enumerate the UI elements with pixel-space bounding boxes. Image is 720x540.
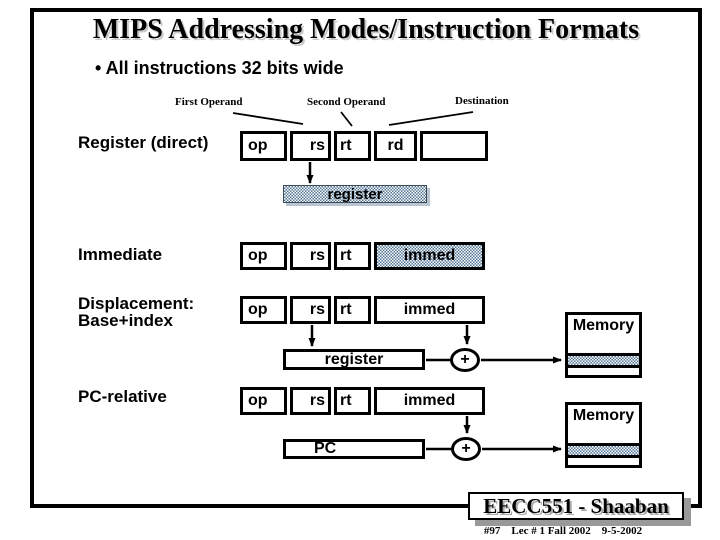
- field-rt: rt: [334, 296, 371, 324]
- field-op: op: [240, 296, 287, 324]
- label-destination: Destination: [455, 95, 509, 107]
- adder-plus-icon: +: [450, 348, 480, 372]
- field-rs: rs: [290, 242, 331, 270]
- field-rt: rt: [334, 387, 371, 415]
- pc-box: PC: [283, 439, 425, 459]
- memory-label: Memory: [572, 407, 635, 424]
- instruction-row-immediate: op rs rt immed: [240, 242, 485, 270]
- format-label-displacement-line2: Base+index: [78, 311, 173, 330]
- field-op: op: [240, 387, 287, 415]
- instruction-row-pc-relative: op rs rt immed: [240, 387, 485, 415]
- memory-box-pc-relative: Memory: [565, 402, 642, 468]
- field-rs: rs: [290, 131, 331, 161]
- field-rs: rs: [290, 296, 331, 324]
- lecture-footnote: #97 Lec # 1 Fall 2002 9-5-2002: [483, 525, 643, 537]
- memory-box-displacement: Memory: [565, 312, 642, 378]
- field-rt: rt: [334, 242, 371, 270]
- field-unused: [420, 131, 488, 161]
- memory-label: Memory: [572, 317, 635, 334]
- field-immed-highlighted: immed: [374, 242, 485, 270]
- field-immed: immed: [374, 296, 485, 324]
- format-label-register-direct: Register (direct): [78, 133, 209, 152]
- course-banner: EECC551 - Shaaban: [468, 492, 684, 520]
- register-target-box: register: [283, 185, 427, 203]
- instruction-row-register-direct: op rs rt rd: [240, 131, 488, 161]
- format-label-displacement-line1: Displacement:: [78, 294, 195, 313]
- instruction-row-displacement: op rs rt immed: [240, 296, 485, 324]
- adder-plus-icon: +: [451, 437, 481, 461]
- field-rs: rs: [290, 387, 331, 415]
- field-rt: rt: [334, 131, 371, 161]
- field-op: op: [240, 131, 287, 161]
- bullet-point: • All instructions 32 bits wide: [95, 58, 344, 78]
- format-label-displacement: Displacement: Base+index: [78, 295, 194, 329]
- page-title: MIPS Addressing Modes/Instruction Format…: [92, 14, 640, 45]
- course-banner-text: EECC551 - Shaaban: [483, 493, 669, 518]
- label-second-operand: Second Operand: [307, 96, 386, 108]
- memory-highlight-band: [568, 443, 639, 458]
- label-first-operand: First Operand: [175, 96, 243, 108]
- format-label-pc-relative: PC-relative: [78, 387, 167, 406]
- memory-highlight-band: [568, 353, 639, 368]
- field-op: op: [240, 242, 287, 270]
- register-box: register: [283, 349, 425, 370]
- field-rd: rd: [374, 131, 417, 161]
- format-label-immediate: Immediate: [78, 245, 163, 264]
- field-immed: immed: [374, 387, 485, 415]
